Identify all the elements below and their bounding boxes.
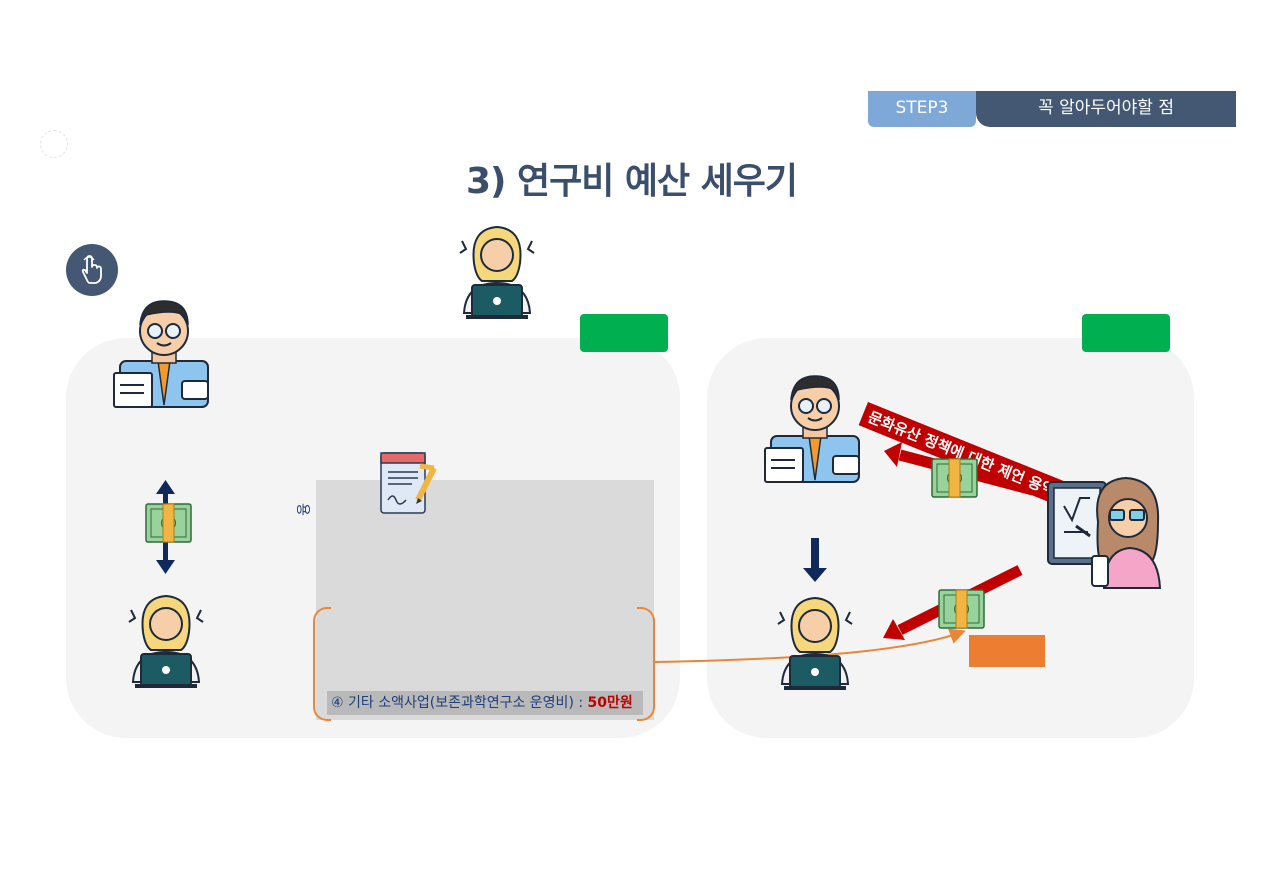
left-bracket bbox=[313, 607, 331, 721]
contract-document-icon bbox=[380, 452, 437, 514]
decorative-circle bbox=[40, 130, 68, 158]
budget-note-amount: 50만원 bbox=[587, 695, 633, 711]
budget-note: ④ 기타 소액사업(보존과학연구소 운영비) : 50만원 bbox=[327, 691, 643, 715]
pointing-hand-icon bbox=[81, 255, 102, 284]
expert-woman-icon bbox=[1047, 476, 1162, 589]
touch-button[interactable] bbox=[66, 244, 118, 296]
manager-man-icon bbox=[764, 375, 860, 483]
right-bracket bbox=[637, 607, 655, 721]
left-badge bbox=[580, 314, 668, 352]
money-icon bbox=[145, 503, 192, 543]
right-badge bbox=[1082, 314, 1170, 352]
money-icon bbox=[938, 589, 985, 629]
researcher-woman-icon bbox=[459, 225, 535, 319]
money-icon bbox=[931, 458, 978, 498]
page-title: 3) 연구비 예산 세우기 bbox=[465, 161, 798, 202]
step-tab[interactable]: STEP3 bbox=[868, 91, 976, 127]
section-title-tab[interactable]: 꼭 알아두어야할 점 bbox=[976, 91, 1236, 127]
budget-detail-box bbox=[316, 480, 654, 720]
navy-down-arrow bbox=[803, 538, 827, 582]
researcher-woman-icon bbox=[128, 594, 204, 688]
manager-man-icon bbox=[113, 300, 209, 408]
orange-label-box bbox=[969, 635, 1045, 667]
researcher-woman-icon bbox=[777, 596, 853, 690]
budget-note-text: ④ 기타 소액사업(보존과학연구소 운영비) : bbox=[331, 695, 588, 711]
